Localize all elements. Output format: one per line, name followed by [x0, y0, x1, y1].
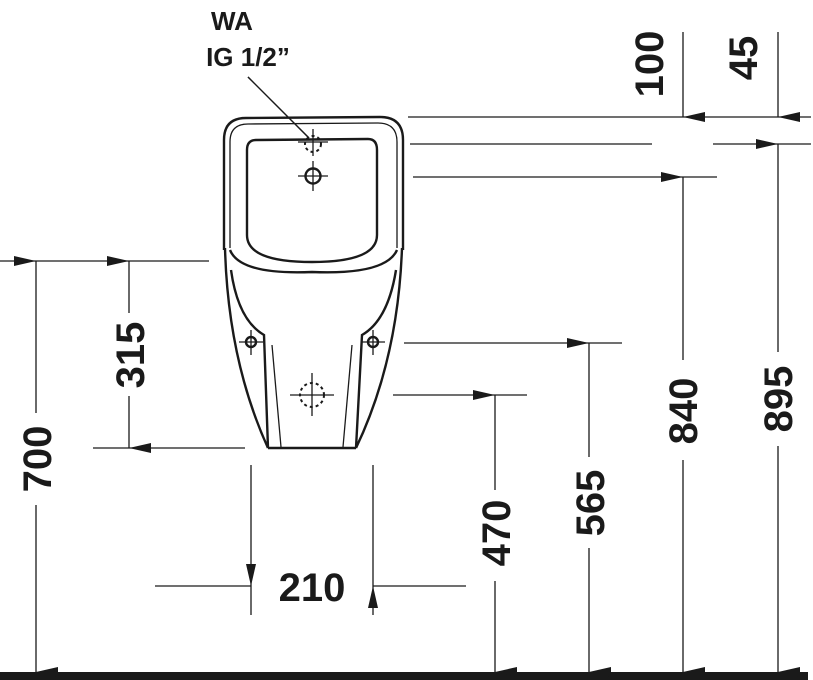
svg-text:700: 700 — [16, 426, 60, 493]
dimension-700: 700 — [14, 256, 60, 677]
svg-text:210: 210 — [279, 566, 346, 610]
dimension-100: 100 — [628, 31, 705, 122]
svg-text:100: 100 — [628, 31, 672, 98]
dimension-45: 45 — [722, 32, 800, 122]
svg-text:IG 1/2”: IG 1/2” — [206, 42, 290, 72]
svg-text:895: 895 — [757, 366, 801, 433]
fixing-hole-left — [239, 330, 263, 355]
dimension-470: 470 — [473, 390, 519, 677]
floor-line — [0, 672, 808, 680]
svg-text:565: 565 — [569, 470, 613, 537]
svg-text:470: 470 — [475, 500, 519, 567]
svg-text:315: 315 — [109, 322, 153, 389]
dimension-210: 210 — [155, 564, 466, 610]
dimension-315: 315 — [107, 256, 153, 453]
urinal-outline — [222, 115, 405, 450]
dimension-840: 840 — [661, 172, 706, 677]
svg-text:840: 840 — [662, 378, 706, 445]
connection-label: WA IG 1/2” — [206, 6, 290, 72]
dimension-565: 565 — [567, 338, 613, 677]
water-inlet-symbol — [298, 129, 328, 156]
fixing-hole-right — [361, 330, 385, 355]
svg-text:WA: WA — [211, 6, 253, 36]
svg-text:45: 45 — [722, 36, 766, 81]
dimension-895: 895 — [756, 139, 801, 677]
inlet-hole-symbol — [298, 161, 328, 191]
waste-outlet-symbol — [290, 373, 334, 416]
